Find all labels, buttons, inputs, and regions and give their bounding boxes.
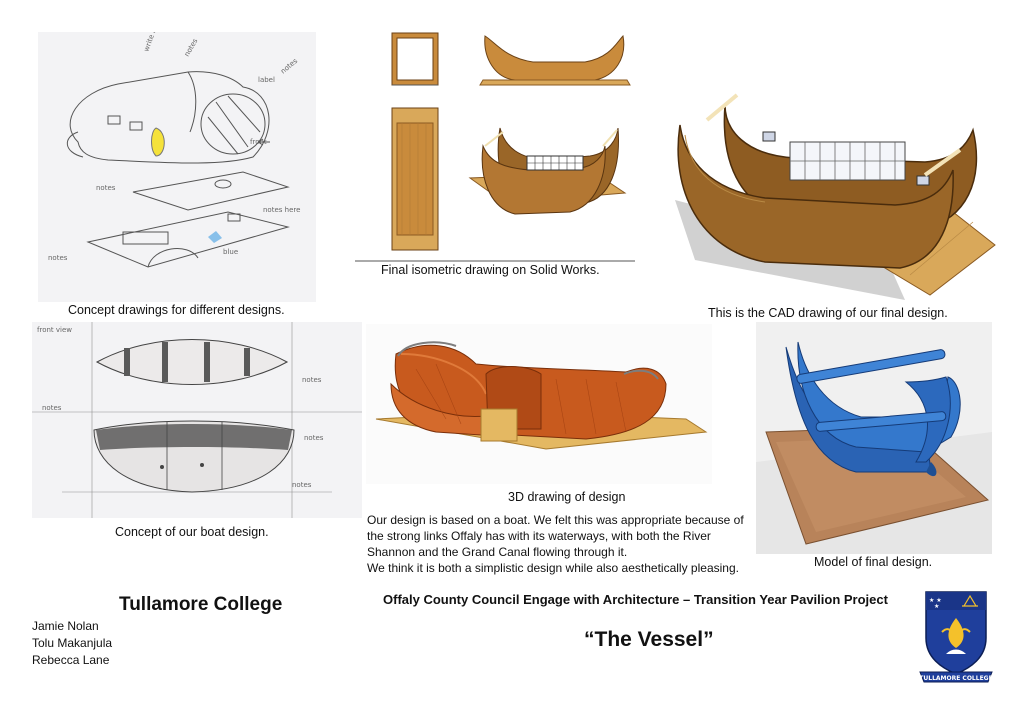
design-name: “The Vessel” [584, 628, 714, 651]
description-line: the strong links Offaly has with its wat… [367, 529, 711, 543]
project-title: Offaly County Council Engage with Archit… [383, 592, 888, 607]
cad-render-image [655, 70, 1000, 300]
crest-banner: TULLAMORE COLLEGE [919, 675, 992, 682]
team-member: Rebecca Lane [32, 653, 110, 667]
svg-text:notes: notes [279, 57, 299, 76]
isometric-drawings-image [355, 28, 635, 262]
svg-text:notes: notes [96, 184, 116, 192]
boat-concept-caption: Concept of our boat design. [115, 525, 269, 539]
svg-text:notes: notes [48, 254, 68, 262]
boat-concept-image: front view notes notes notes notes [32, 322, 362, 518]
concept-drawings-image: write here notes label notes front notes… [38, 32, 316, 302]
svg-text:★ ★: ★ ★ [929, 597, 942, 604]
svg-text:write here: write here [142, 32, 162, 53]
3d-drawing-image [366, 324, 712, 484]
svg-text:notes: notes [183, 37, 200, 58]
svg-text:blue: blue [223, 248, 238, 256]
team-member: Tolu Makanjula [32, 636, 113, 650]
college-name: Tullamore College [119, 594, 283, 615]
team-member: Jamie Nolan [32, 619, 99, 633]
design-description: Our design is based on a boat. We felt t… [367, 512, 747, 576]
description-line: Shannon and the Grand Canal flowing thro… [367, 545, 628, 559]
svg-text:notes here: notes here [263, 206, 300, 214]
svg-text:notes: notes [42, 404, 62, 412]
cad-caption: This is the CAD drawing of our final des… [708, 306, 948, 320]
college-crest: ★ ★★ TULLAMORE COLLEGE [918, 588, 994, 684]
svg-text:notes: notes [302, 376, 322, 384]
svg-text:★: ★ [934, 603, 939, 610]
description-line: We think it is both a simplistic design … [367, 561, 739, 575]
model-caption: Model of final design. [814, 555, 933, 569]
3d-drawing-caption: 3D drawing of design [508, 490, 626, 504]
svg-text:notes: notes [304, 434, 324, 442]
svg-text:notes: notes [292, 481, 312, 489]
concept-drawings-caption: Concept drawings for different designs. [68, 303, 285, 317]
team-list: Jamie Nolan Tolu Makanjula Rebecca Lane [32, 618, 112, 669]
isometric-caption: Final isometric drawing on Solid Works. [381, 263, 600, 277]
description-line: Our design is based on a boat. We felt t… [367, 513, 744, 527]
sketch-front-view-label: front view [37, 326, 72, 334]
model-photo-image [756, 322, 992, 554]
svg-text:label: label [258, 76, 275, 84]
